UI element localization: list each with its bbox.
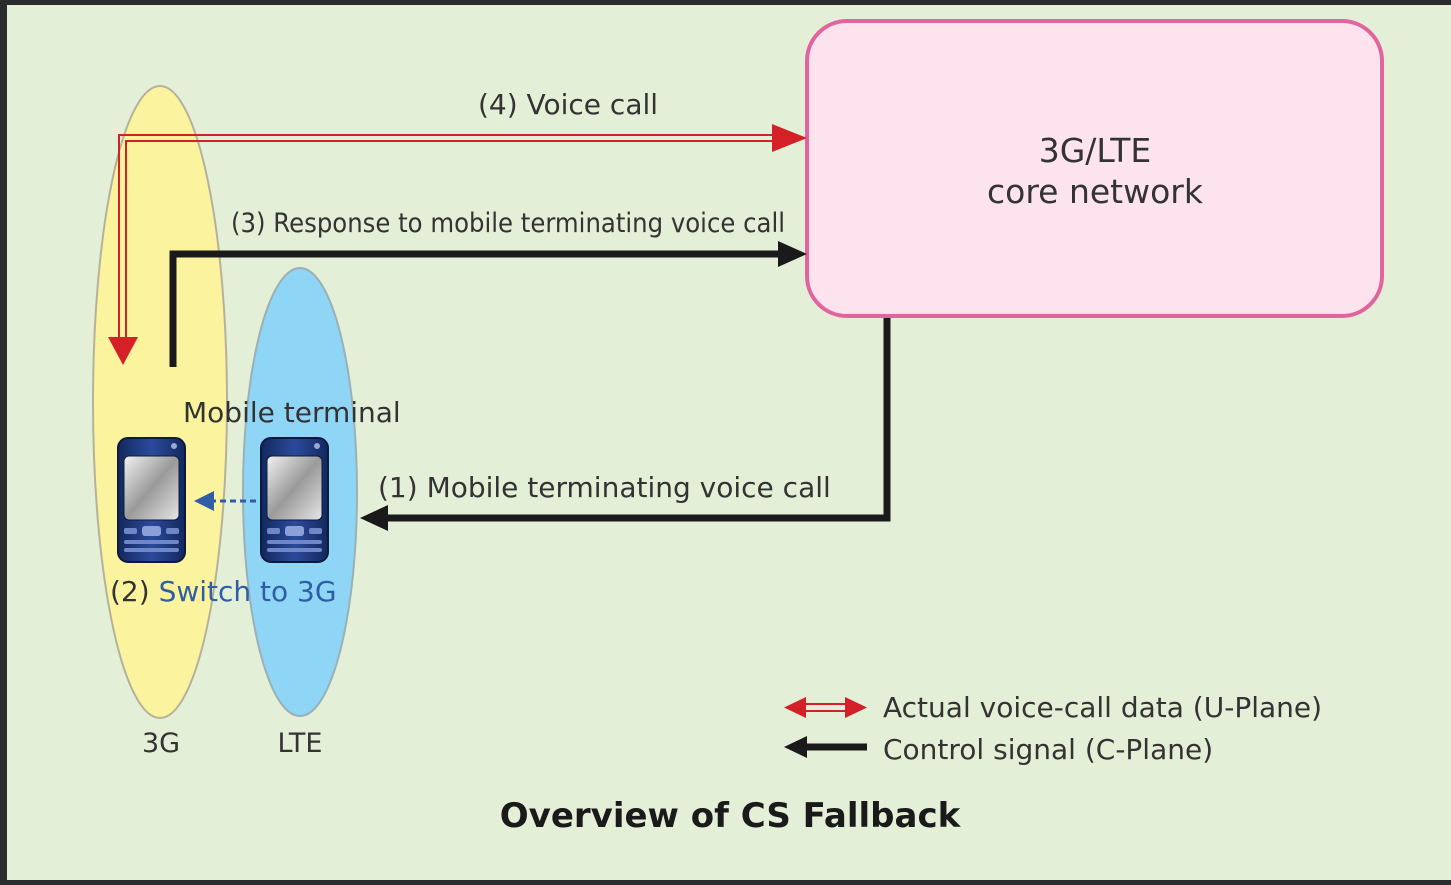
network-label-3g: 3G: [142, 728, 180, 759]
step2-text: Switch to 3G: [159, 575, 337, 608]
network-label-lte: LTE: [278, 728, 323, 759]
step2-label: (2) Switch to 3G: [110, 575, 337, 608]
response-arrow: [169, 241, 807, 367]
step4-label: (4) Voice call: [478, 88, 658, 121]
legend-c-plane-label: Control signal (C-Plane): [883, 733, 1213, 766]
diagram-title: Overview of CS Fallback: [500, 796, 962, 836]
core-network-box: [805, 19, 1384, 318]
core-network-line1: 3G/LTE: [1039, 131, 1152, 170]
diagram-canvas: 3G/LTE core network (4) Voice call (3) R…: [7, 5, 1451, 880]
terminating-call-arrow: [360, 318, 891, 531]
step2-prefix: (2): [110, 575, 159, 608]
mobile-phone-icon: [117, 437, 186, 563]
voice-call-arrow: [108, 124, 807, 365]
step1-label: (1) Mobile terminating voice call: [378, 471, 831, 504]
core-network-line2: core network: [987, 172, 1204, 211]
mobile-phone-icon: [260, 437, 329, 563]
legend-u-plane-arrow: [784, 697, 867, 718]
legend-u-plane-label: Actual voice-call data (U-Plane): [883, 691, 1322, 724]
step3-label: (3) Response to mobile terminating voice…: [231, 208, 785, 239]
legend-c-plane-arrow: [784, 736, 867, 758]
mobile-terminal-label: Mobile terminal: [183, 396, 401, 429]
switch-arrow: [194, 491, 256, 511]
